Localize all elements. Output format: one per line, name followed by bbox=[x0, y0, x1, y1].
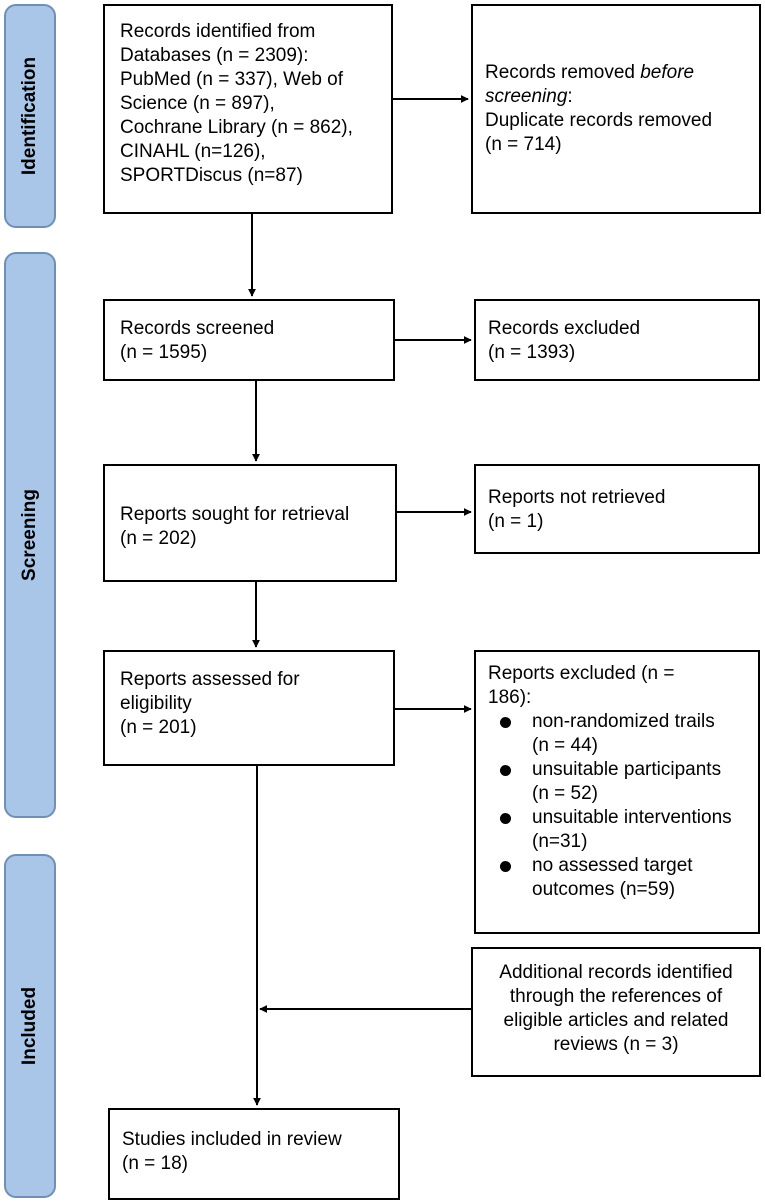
exclusion-reason-item: unsuitable interventions (n=31) bbox=[488, 806, 758, 854]
reports-excluded-title: Reports excluded (n = 186): bbox=[488, 663, 675, 708]
records-excluded-text: Records excluded (n = 1393) bbox=[488, 318, 641, 363]
records-removed-text: Records removed before screening: Duplic… bbox=[485, 62, 713, 155]
exclusion-reason-item: no assessed target outcomes (n=59) bbox=[488, 854, 758, 902]
additional-records-text: Additional records identified through th… bbox=[499, 962, 733, 1055]
reports-sought-box: Reports sought for retrieval (n = 202) bbox=[103, 464, 397, 582]
exclusion-reason-item: non-randomized trails (n = 44) bbox=[488, 710, 758, 758]
records-screened-box: Records screened (n = 1595) bbox=[103, 299, 395, 381]
exclusion-reason-list: non-randomized trails (n = 44) unsuitabl… bbox=[488, 710, 758, 902]
records-excluded-box: Records excluded (n = 1393) bbox=[474, 299, 760, 381]
phase-screening: Screening bbox=[4, 252, 56, 818]
phase-identification: Identification bbox=[4, 4, 56, 228]
additional-records-box: Additional records identified through th… bbox=[471, 947, 761, 1077]
records-identified-text: Records identified from Databases (n = 2… bbox=[120, 21, 353, 186]
reports-not-retrieved-text: Reports not retrieved (n = 1) bbox=[488, 487, 666, 532]
studies-included-text: Studies included in review (n = 18) bbox=[122, 1129, 342, 1174]
reports-assessed-text: Reports assessed for eligibility (n = 20… bbox=[120, 669, 300, 738]
records-removed-box: Records removed before screening: Duplic… bbox=[471, 4, 761, 214]
reports-sought-text: Reports sought for retrieval (n = 202) bbox=[120, 504, 350, 549]
exclusion-reason-item: unsuitable participants (n = 52) bbox=[488, 758, 758, 806]
records-identified-box: Records identified from Databases (n = 2… bbox=[103, 4, 393, 214]
phase-included: Included bbox=[4, 854, 56, 1198]
reports-assessed-box: Reports assessed for eligibility (n = 20… bbox=[103, 650, 395, 766]
records-screened-text: Records screened (n = 1595) bbox=[120, 318, 275, 363]
studies-included-box: Studies included in review (n = 18) bbox=[108, 1108, 400, 1200]
reports-excluded-box: Reports excluded (n = 186): non-randomiz… bbox=[474, 650, 760, 934]
reports-not-retrieved-box: Reports not retrieved (n = 1) bbox=[474, 464, 760, 554]
